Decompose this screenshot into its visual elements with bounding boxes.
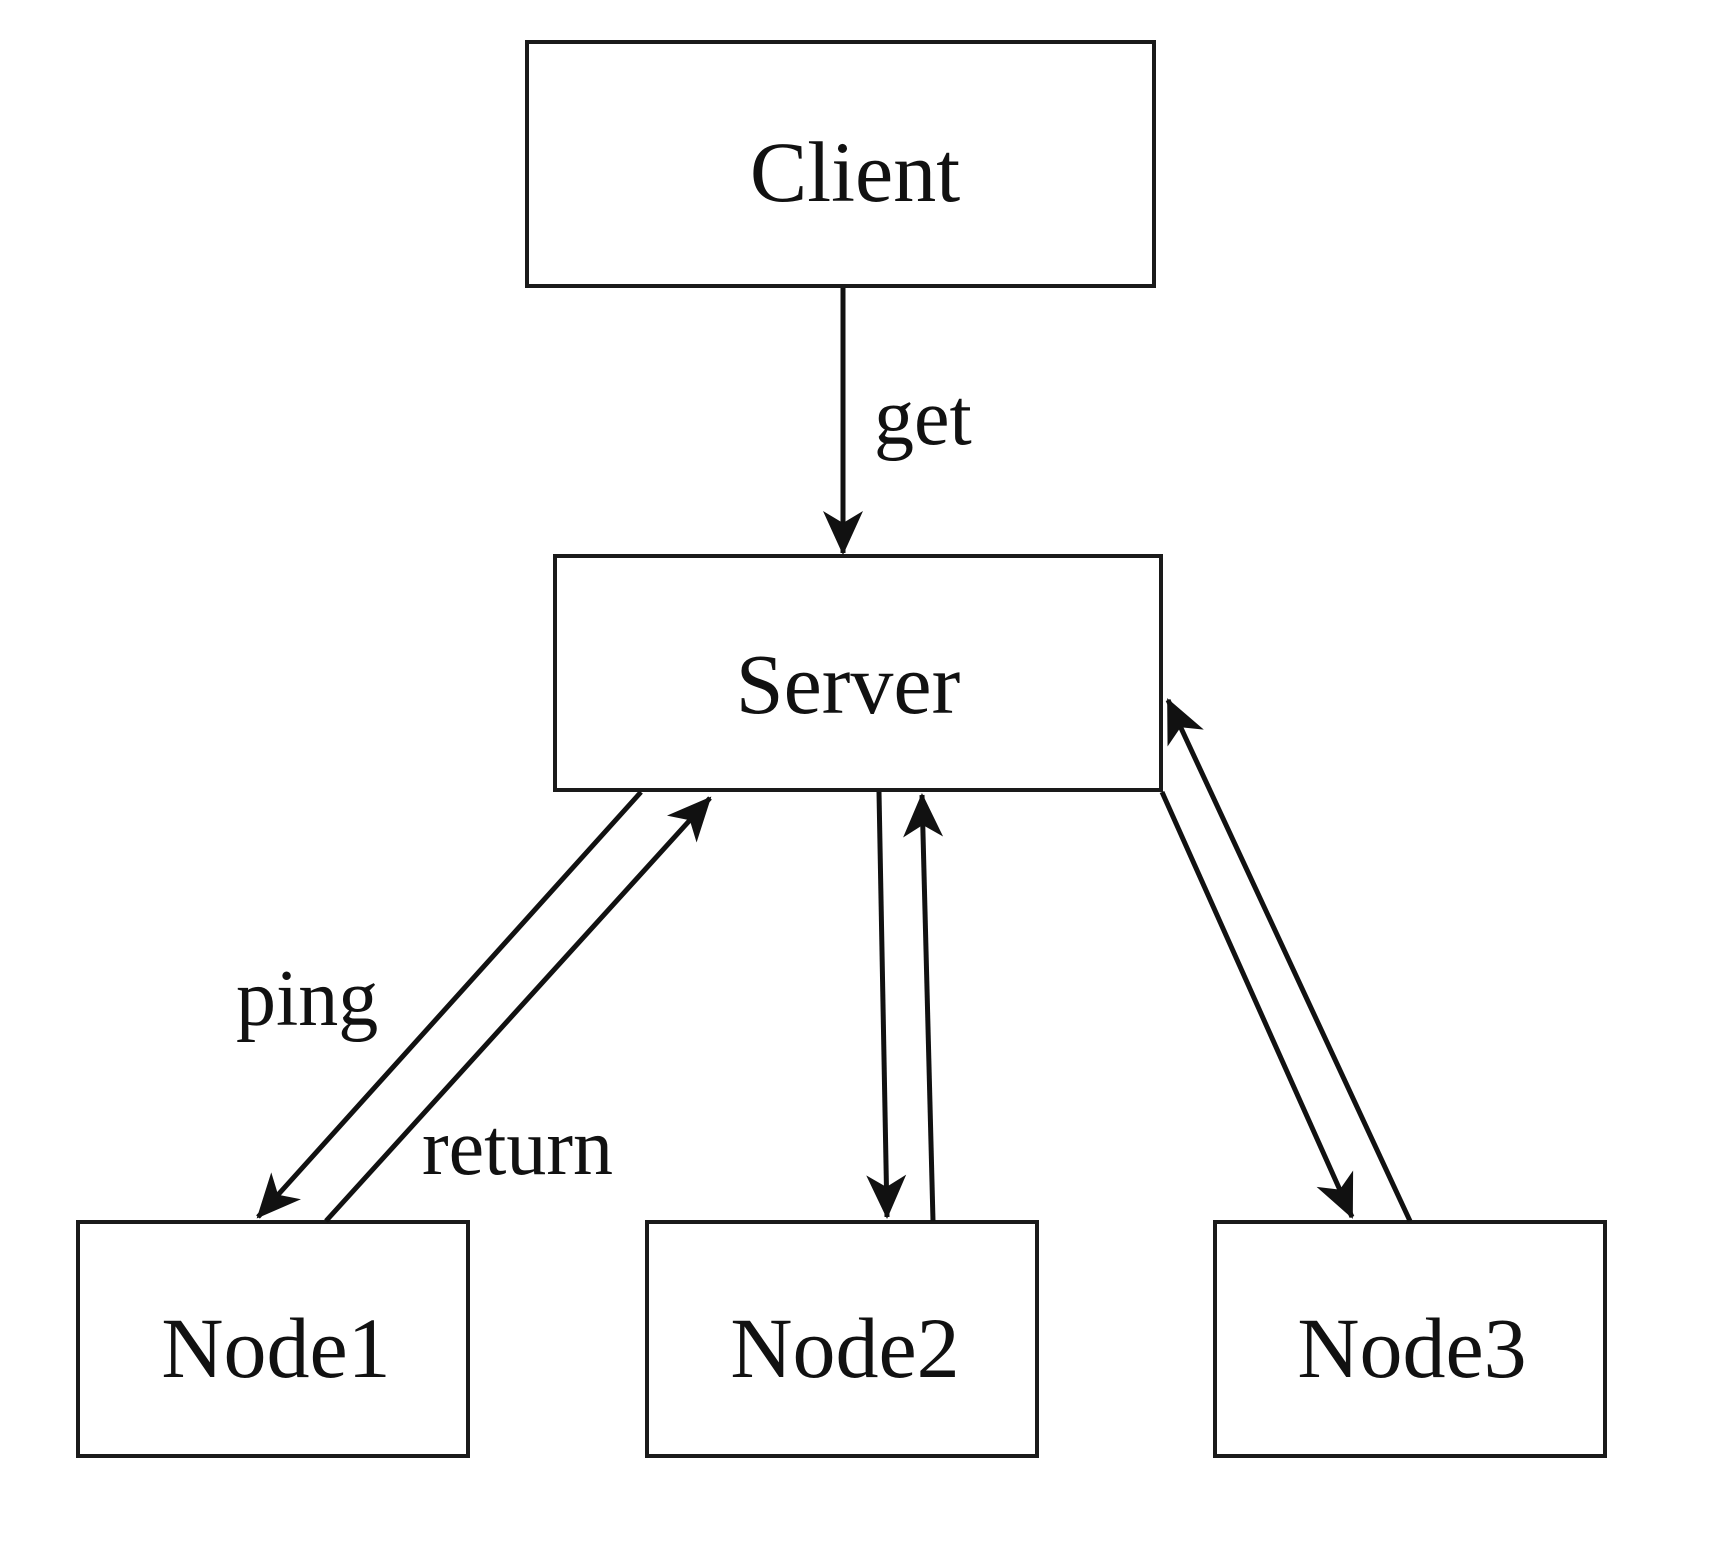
client-node: Client xyxy=(525,40,1156,288)
server-node: Server xyxy=(553,554,1163,792)
node3-box xyxy=(1213,1220,1607,1458)
node1-node: Node1 xyxy=(76,1220,470,1458)
ping-label: ping xyxy=(236,955,378,1043)
node2-to-server-arrow xyxy=(903,793,944,1222)
node3-to-server-arrow xyxy=(1165,698,1413,1223)
return-label: return xyxy=(422,1104,613,1192)
node3-node: Node3 xyxy=(1213,1220,1607,1458)
node2-label: Node2 xyxy=(730,1300,959,1396)
node2-box xyxy=(645,1220,1039,1458)
server-to-node2-arrow xyxy=(866,791,907,1219)
node2-node: Node2 xyxy=(645,1220,1039,1458)
node3-label: Node3 xyxy=(1297,1300,1526,1396)
server-to-node3-arrow xyxy=(1159,790,1355,1219)
client-box xyxy=(525,40,1156,288)
node1-label: Node1 xyxy=(161,1300,390,1396)
ping-arrow xyxy=(256,790,643,1219)
client-label: Client xyxy=(750,124,960,220)
server-label: Server xyxy=(736,636,960,732)
node1-box xyxy=(76,1220,470,1458)
return-arrow xyxy=(324,796,712,1223)
get-label: get xyxy=(874,374,972,462)
server-box xyxy=(553,554,1163,792)
